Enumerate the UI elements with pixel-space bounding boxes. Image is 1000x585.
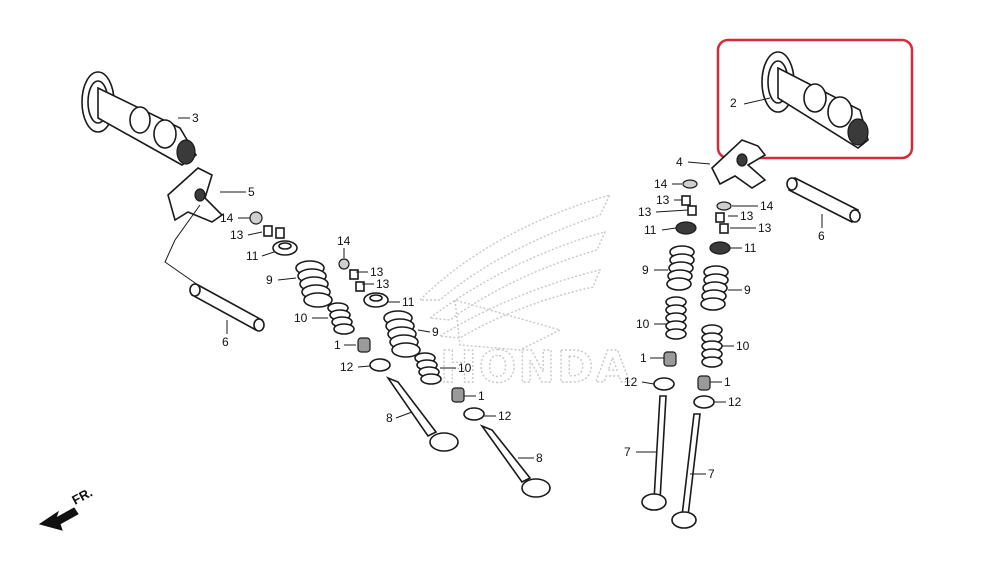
- callout-10-d: 10: [736, 339, 750, 353]
- callout-9-a: 9: [266, 273, 273, 287]
- callout-12-c: 12: [624, 375, 638, 389]
- callout-11-d: 11: [744, 241, 757, 255]
- callout-9-d: 9: [744, 283, 751, 297]
- callout-14-d: 14: [760, 199, 774, 213]
- assembly-guide-line: [164, 204, 201, 286]
- callout-12-a: 12: [340, 360, 354, 374]
- callout-7-b: 7: [708, 467, 715, 481]
- callout-13-d: 13: [656, 193, 670, 207]
- callout-9-b: 9: [432, 325, 439, 339]
- callout-1-c: 1: [640, 351, 647, 365]
- callout-5: 5: [248, 185, 255, 199]
- callout-13-b: 13: [370, 265, 384, 279]
- callout-14-c: 14: [654, 177, 668, 191]
- callout-1-a: 1: [334, 338, 341, 352]
- callout-13-e: 13: [638, 205, 652, 219]
- callout-11-c: 11: [644, 223, 657, 237]
- front-direction-indicator: FR.: [38, 485, 95, 531]
- camshaft-right: [761, 51, 869, 149]
- callout-3: 3: [192, 111, 199, 125]
- rocker-shaft-right: [786, 176, 861, 224]
- callout-1-d: 1: [724, 375, 731, 389]
- callout-13-g: 13: [758, 221, 772, 235]
- callout-10-c: 10: [636, 317, 650, 331]
- callout-2: 2: [730, 96, 737, 110]
- rocker-shaft-left: [189, 283, 265, 332]
- callout-6-left: 6: [222, 335, 229, 349]
- callout-10-b: 10: [458, 361, 472, 375]
- camshaft-left: [81, 71, 198, 166]
- callout-1-b: 1: [478, 389, 485, 403]
- callout-13-c: 13: [376, 277, 390, 291]
- callouts: 3 2 5 4 6 6 14 13 11 9 10 1 12 8 14 13: [178, 96, 825, 481]
- highlight-box: [716, 38, 914, 160]
- callout-4: 4: [676, 155, 683, 169]
- callout-10-a: 10: [294, 311, 308, 325]
- callout-11-a: 11: [246, 249, 259, 263]
- rocker-arm-right: [711, 139, 767, 189]
- valve-stack-d: [671, 201, 732, 529]
- callout-8-a: 8: [386, 411, 393, 425]
- callout-7-a: 7: [624, 445, 631, 459]
- callout-11-b: 11: [402, 295, 415, 309]
- callout-6-right: 6: [818, 229, 825, 243]
- valve-stack-b: [338, 258, 551, 498]
- valve-stack-a: [249, 211, 459, 452]
- callout-12-d: 12: [728, 395, 742, 409]
- callout-9-c: 9: [642, 263, 649, 277]
- callout-13-f: 13: [740, 209, 754, 223]
- fr-label: FR.: [69, 485, 95, 508]
- rocker-arm-left: [167, 167, 224, 223]
- callout-12-b: 12: [498, 409, 512, 423]
- callout-8-b: 8: [536, 451, 543, 465]
- valve-stack-c: [641, 179, 698, 511]
- callout-14-a: 14: [220, 211, 234, 225]
- watermark-text: HONDA: [440, 342, 632, 393]
- callout-14-b: 14: [337, 234, 351, 248]
- honda-watermark: HONDA: [418, 193, 632, 394]
- callout-13-a: 13: [230, 228, 244, 242]
